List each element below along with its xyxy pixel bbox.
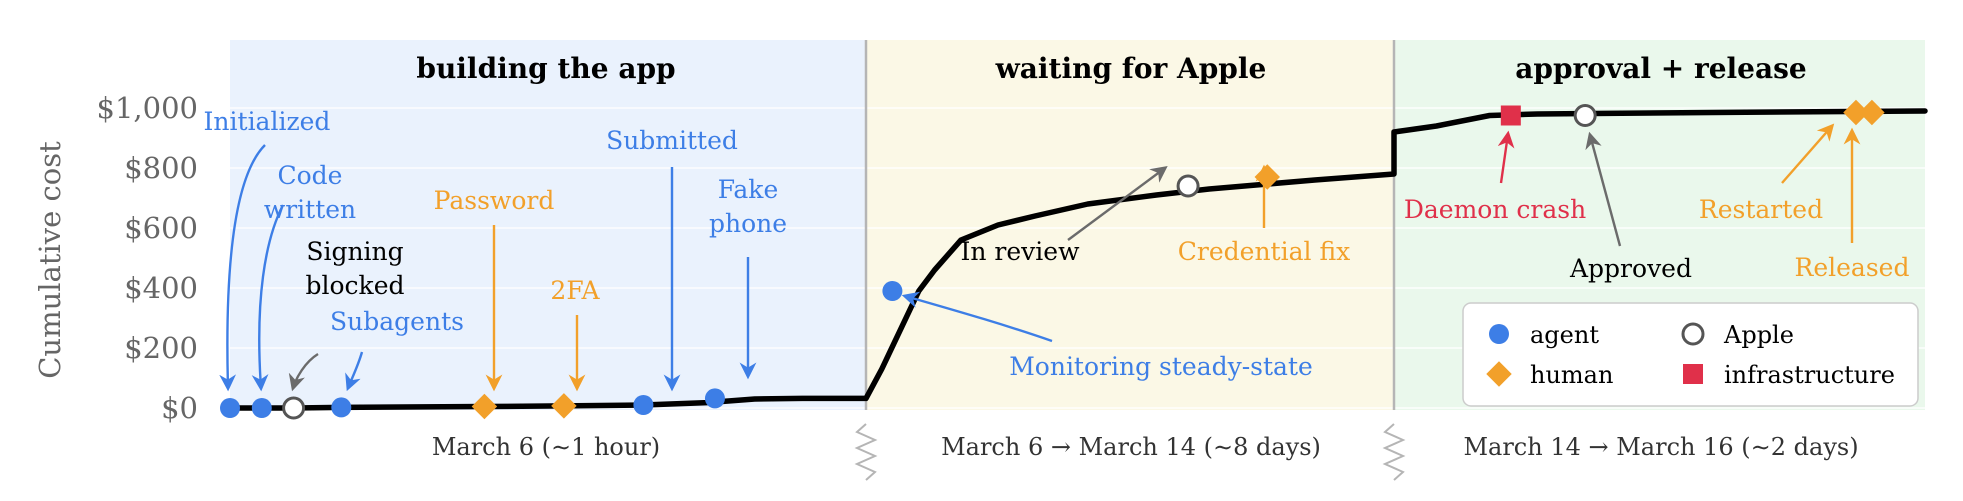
panel-subtitle-2: March 6 → March 14 (∼8 days) [941, 433, 1321, 461]
event-label: Initialized [204, 107, 331, 136]
event-label: Approved [1569, 254, 1692, 283]
legend-label: infrastructure [1724, 361, 1895, 389]
event-marker-human [551, 393, 577, 419]
panel-subtitle-1: March 6 (∼1 hour) [432, 433, 660, 461]
annotation-arrow [1781, 123, 1835, 184]
legend-marker-apple [1681, 322, 1705, 346]
event-marker-apple [282, 396, 306, 420]
annotation-arrow [219, 144, 266, 392]
legend-box [1462, 302, 1919, 407]
axis-break-1 [854, 423, 878, 481]
event-label: Subagents [330, 307, 464, 336]
event-marker-apple [1573, 104, 1597, 127]
annotation-arrow [345, 351, 364, 392]
event-label: Monitoring steady-state [1009, 352, 1313, 381]
y-tick-label: $0 [161, 391, 198, 425]
y-tick-label: $600 [124, 211, 198, 245]
event-marker-agent [220, 398, 240, 418]
y-tick-label: $400 [124, 271, 198, 305]
y-tick-label: $800 [124, 151, 198, 185]
legend-label: human [1530, 361, 1613, 389]
annotation-arrow [901, 291, 1053, 343]
annotation-arrow [1067, 165, 1168, 241]
event-marker-human [471, 393, 498, 420]
annotation-arrow [1497, 130, 1515, 184]
legend [1462, 302, 1919, 407]
event-label: 2FA [550, 276, 600, 305]
event-marker-apple [1176, 174, 1200, 198]
y-axis-label: Cumulative cost [33, 141, 67, 379]
y-tick-label: $200 [124, 331, 198, 365]
event-marker-infrastructure [1500, 105, 1521, 126]
event-marker-agent [704, 388, 725, 409]
y-tick-label: $1,000 [97, 91, 198, 125]
legend-marker-agent [1489, 324, 1509, 344]
event-label: Password [434, 186, 555, 215]
event-label: Daemon crash [1404, 195, 1586, 224]
event-marker-agent [331, 397, 352, 418]
annotation-arrow [288, 352, 319, 392]
panel-title-1: building the app [416, 52, 675, 85]
panel-subtitle-3: March 14 → March 16 (∼2 days) [1463, 433, 1858, 461]
event-marker-agent [882, 281, 903, 301]
event-marker-agent [633, 395, 654, 415]
event-label: Restarted [1699, 195, 1823, 224]
annotation-arrow [1585, 131, 1622, 247]
event-marker-agent [251, 398, 272, 418]
annotation-arrow [251, 204, 285, 392]
axis-break-2 [1382, 423, 1406, 481]
event-label: In review [961, 237, 1081, 266]
panel-title-3: approval + release [1515, 52, 1806, 85]
panel-title-2: waiting for Apple [995, 52, 1267, 85]
legend-label: agent [1530, 321, 1599, 349]
event-label: Credential fix [1178, 237, 1350, 266]
event-label: Released [1795, 253, 1910, 282]
legend-label: Apple [1723, 321, 1794, 349]
legend-marker-infrastructure [1683, 364, 1703, 384]
event-label: Submitted [606, 126, 738, 155]
